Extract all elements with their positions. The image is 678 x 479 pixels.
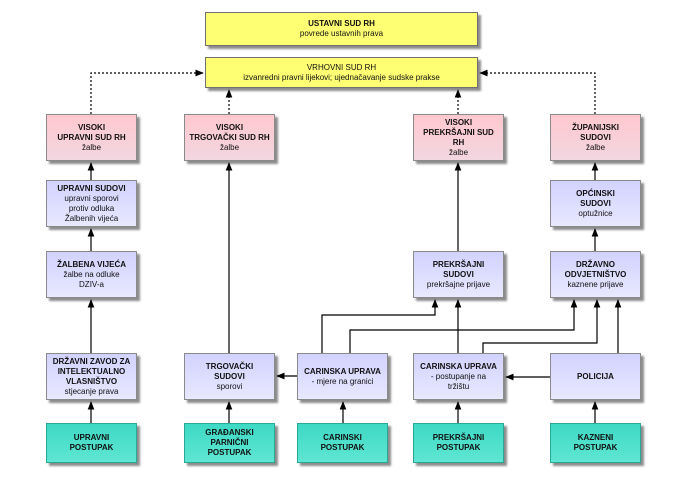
node-subtitle: žalbe <box>220 143 239 153</box>
node-title: VISOKI UPRAVNI SUD RH <box>57 123 125 143</box>
node-title: GRAĐANSKI PARNIČNI POSTUPAK <box>205 428 253 458</box>
edge-visoki-upravni-vrhovni <box>91 73 203 114</box>
edge-zupanijski-vrhovni <box>480 73 595 114</box>
node-subtitle: povrede ustavnih prava <box>300 29 383 39</box>
node-subtitle: sporovi <box>217 382 243 392</box>
node-title: DRŽAVNO ODVJETNIŠTVO <box>565 260 627 280</box>
edge-carinska-uprava-1-drzavno-odvjetnistvo <box>350 300 574 353</box>
node-subtitle: prekršajne prijave <box>427 280 490 290</box>
node-title: ŽALBENA VIJEĆA <box>57 260 126 270</box>
node-visoki-upravni-sud: VISOKI UPRAVNI SUD RH žalbe <box>46 114 137 161</box>
node-carinska-uprava-trziste: CARINSKA UPRAVA - postupanje na tržištu <box>413 353 504 400</box>
edge-carinska-uprava-2-drzavno-odvjetnistvo <box>483 300 597 353</box>
node-zalbena-vijeca: ŽALBENA VIJEĆA žalbe na odluke DZIV-a <box>46 251 137 298</box>
node-carinski-postupak: CARINSKI POSTUPAK <box>297 423 388 463</box>
node-subtitle: izvanredni pravni lijekovi; ujednačavanj… <box>243 73 440 83</box>
node-subtitle: žalbe <box>82 143 101 153</box>
edge-carinska-uprava-1-prekrsajni-sudovi <box>322 300 435 353</box>
node-trgovacki-sudovi: TRGOVAČKI SUDOVI sporovi <box>184 353 275 400</box>
node-visoki-prekrsajni-sud: VISOKI PREKRŠAJNI SUD RH žalbe <box>413 114 504 161</box>
node-subtitle: stjecanje prava <box>65 387 119 397</box>
node-gradanski-parnicni-postupak: GRAĐANSKI PARNIČNI POSTUPAK <box>184 423 275 463</box>
node-title: PREKRŠAJNI POSTUPAK <box>433 433 485 453</box>
node-policija: POLICIJA <box>550 353 641 400</box>
node-subtitle: žalbe <box>449 148 468 158</box>
node-title: OPĆINSKI SUDOVI <box>576 189 615 209</box>
node-subtitle: optužnice <box>578 209 612 219</box>
node-subtitle: žalbe na odluke DZIV-a <box>63 270 119 290</box>
node-title: VISOKI TRGOVAČKI SUD RH <box>189 123 269 143</box>
node-title: CARINSKA UPRAVA <box>420 362 497 372</box>
node-title: TRGOVAČKI SUDOVI <box>206 362 253 382</box>
node-zupanijski-sudovi: ŽUPANIJSKI SUDOVI žalbe <box>550 114 641 161</box>
node-kazneni-postupak: KAZNENI POSTUPAK <box>550 423 641 463</box>
node-subtitle: - mjere na granici <box>312 377 374 387</box>
node-upravni-postupak: UPRAVNI POSTUPAK <box>46 423 137 463</box>
node-title: USTAVNI SUD RH <box>308 19 375 29</box>
node-title: PREKRŠAJNI SUDOVI <box>433 260 485 280</box>
node-upravni-sudovi: UPRAVNI SUDOVI upravni sporovi protiv od… <box>46 180 137 227</box>
node-title: VRHOVNI SUD RH <box>307 63 376 73</box>
node-vrhovni-sud: VRHOVNI SUD RH izvanredni pravni lijekov… <box>205 57 478 88</box>
node-carinska-uprava-granica: CARINSKA UPRAVA - mjere na granici <box>297 353 388 400</box>
node-prekrsajni-postupak: PREKRŠAJNI POSTUPAK <box>413 423 504 463</box>
node-title: CARINSKI POSTUPAK <box>321 433 365 453</box>
node-title: POLICIJA <box>577 372 614 382</box>
node-subtitle: kaznene prijave <box>567 280 623 290</box>
node-dziv: DRŽAVNI ZAVOD ZA INTELEKTUALNO VLASNIŠTV… <box>46 353 137 400</box>
node-drzavno-odvjetnistvo: DRŽAVNO ODVJETNIŠTVO kaznene prijave <box>550 251 641 298</box>
node-title: UPRAVNI SUDOVI <box>57 184 125 194</box>
node-title: CARINSKA UPRAVA <box>304 367 381 377</box>
node-subtitle: žalbe <box>586 143 605 153</box>
node-title: DRŽAVNI ZAVOD ZA INTELEKTUALNO VLASNIŠTV… <box>53 357 130 387</box>
node-title: UPRAVNI POSTUPAK <box>70 433 114 453</box>
node-title: VISOKI PREKRŠAJNI SUD RH <box>423 118 494 148</box>
node-subtitle: upravni sporovi protiv odluka Žalbenih v… <box>64 194 118 224</box>
node-opcinski-sudovi: OPĆINSKI SUDOVI optužnice <box>550 180 641 227</box>
node-subtitle: - postupanje na tržištu <box>431 372 486 392</box>
node-prekrsajni-sudovi: PREKRŠAJNI SUDOVI prekršajne prijave <box>413 251 504 298</box>
node-title: KAZNENI POSTUPAK <box>574 433 618 453</box>
node-title: ŽUPANIJSKI SUDOVI <box>572 123 619 143</box>
node-visoki-trgovacki-sud: VISOKI TRGOVAČKI SUD RH žalbe <box>184 114 275 161</box>
node-ustavni-sud: USTAVNI SUD RH povrede ustavnih prava <box>205 12 478 46</box>
